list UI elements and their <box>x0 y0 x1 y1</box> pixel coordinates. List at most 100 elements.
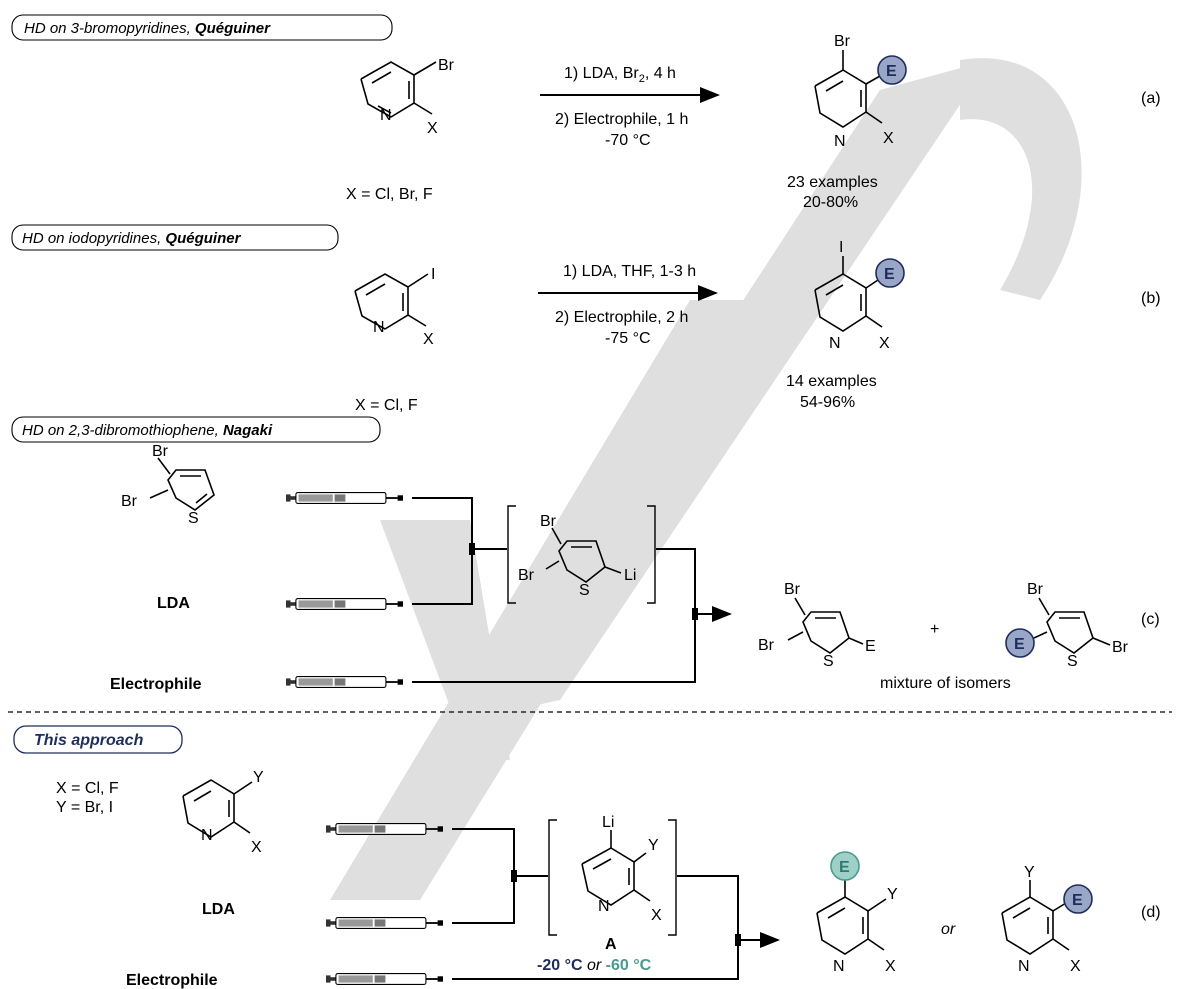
atom-label: Br <box>834 33 851 50</box>
bracket <box>548 819 557 936</box>
x-definition-d: X = Cl, F <box>56 780 119 797</box>
y-definition-d: Y = Br, I <box>56 799 113 816</box>
atom-label: X <box>423 331 434 348</box>
bracket <box>668 819 677 936</box>
panel-b-title-box <box>11 224 339 251</box>
atom-label: S <box>188 510 199 527</box>
conditions-b-3: -75 °C <box>605 330 651 347</box>
atom-label: S <box>823 653 834 670</box>
atom-label: Y <box>253 769 264 786</box>
thiophene-lithio <box>545 527 622 583</box>
atom-label: E <box>865 638 876 655</box>
pyridine-product-a <box>814 50 883 128</box>
atom-label: N <box>373 319 385 336</box>
watermark-logo <box>330 58 1082 900</box>
atom-label: X <box>427 120 438 137</box>
pyridine-product-b <box>814 256 883 332</box>
atom-label: S <box>579 582 590 599</box>
panel-a-title-box <box>11 14 393 41</box>
atom-label: I <box>839 239 843 256</box>
reagent-electrophile-d: Electrophile <box>126 972 218 989</box>
atom-label: Br <box>1027 581 1044 598</box>
examples-a: 23 examples <box>787 174 878 191</box>
reagent-electrophile-c: Electrophile <box>110 676 202 693</box>
electrophile-label: E <box>1072 892 1083 909</box>
electrophile-badge <box>875 258 905 288</box>
atom-label: N <box>1018 958 1030 975</box>
atom-label: Y <box>1024 864 1035 881</box>
pyridine-product-d1 <box>816 880 887 955</box>
or-label: or <box>941 921 956 938</box>
atom-label: Br <box>438 57 455 74</box>
atom-label: X <box>1070 958 1081 975</box>
atom-label: N <box>598 898 610 915</box>
pyridine-sm-a <box>360 61 437 118</box>
atom-label: Li <box>602 814 614 831</box>
atom-label: X <box>883 130 894 147</box>
panel-d-title-box <box>13 725 183 754</box>
conditions-a-2: 2) Electrophile, 1 h <box>555 111 688 128</box>
atom-label: S <box>1067 653 1078 670</box>
temperature-conditions: -20 °C or -60 °C <box>537 957 652 974</box>
atom-label: X <box>879 335 890 352</box>
pyridine-product-d2 <box>1001 880 1070 955</box>
reagent-lda-d: LDA <box>202 901 235 918</box>
atom-label: Br <box>1112 639 1129 656</box>
atom-label: N <box>833 958 845 975</box>
atom-label: Br <box>121 493 138 510</box>
atom-label: N <box>380 107 392 124</box>
panel-b-title: HD on iodopyridines, Quéguiner <box>22 230 242 247</box>
syringe-icon <box>326 972 444 986</box>
panel-d-title: This approach <box>34 732 144 749</box>
conditions-b-1: 1) LDA, THF, 1-3 h <box>563 263 696 280</box>
examples-b: 14 examples <box>786 373 877 390</box>
mixer-junction <box>469 543 475 555</box>
electrophile-badge <box>1063 884 1093 914</box>
conditions-a-1: 1) LDA, Br2, 4 h <box>564 65 676 85</box>
panel-label-c: (c) <box>1141 611 1160 628</box>
atom-label: Br <box>784 581 801 598</box>
atom-label: Y <box>648 837 659 854</box>
atom-label: I <box>431 266 435 283</box>
atom-label: Y <box>887 886 898 903</box>
electrophile-label: E <box>884 266 895 283</box>
bracket <box>647 505 656 604</box>
panel-d: This approach X = Cl, F Y = Br, I Y N X … <box>13 725 1161 989</box>
conditions-a-3: -70 °C <box>605 132 651 149</box>
atom-label: N <box>834 133 846 150</box>
syringe-icon <box>286 597 404 611</box>
thiophene-product-2 <box>1033 597 1111 654</box>
mixer-junction <box>692 608 698 620</box>
panel-c-title: HD on 2,3-dibromothiophene, Nagaki <box>22 422 273 439</box>
thiophene-sm <box>149 457 215 511</box>
syringe-icon <box>286 675 404 689</box>
panel-a-title: HD on 3-bromopyridines, Quéguiner <box>24 20 271 37</box>
electrophile-label: E <box>839 859 850 876</box>
panel-c-title-box <box>11 416 381 443</box>
syringe-icon <box>326 822 444 836</box>
reagent-lda-c: LDA <box>157 595 190 612</box>
atom-label: X <box>651 907 662 924</box>
thiophene-product-1 <box>787 597 864 654</box>
atom-label: Br <box>152 443 169 460</box>
atom-label: X <box>885 958 896 975</box>
pyridine-sm-d <box>182 779 253 838</box>
panel-b: HD on iodopyridines, Quéguiner I N X X =… <box>11 224 1161 414</box>
yield-a: 20-80% <box>803 194 858 211</box>
electrophile-badge <box>877 55 907 85</box>
x-definition-b: X = Cl, F <box>355 397 418 414</box>
atom-label: Li <box>624 567 636 584</box>
mixer-junction <box>735 934 741 946</box>
electrophile-label: E <box>1014 636 1025 653</box>
atom-label: N <box>201 827 213 844</box>
conditions-b-2: 2) Electrophile, 2 h <box>555 309 688 326</box>
atom-label: Br <box>758 637 775 654</box>
syringe-icon <box>286 491 404 505</box>
electrophile-label: E <box>886 63 897 80</box>
bracket <box>507 505 516 604</box>
panel-label-a: (a) <box>1141 90 1161 107</box>
mixture-label: mixture of isomers <box>880 675 1011 692</box>
yield-b: 54-96% <box>800 394 855 411</box>
plus-sign: + <box>930 621 939 638</box>
